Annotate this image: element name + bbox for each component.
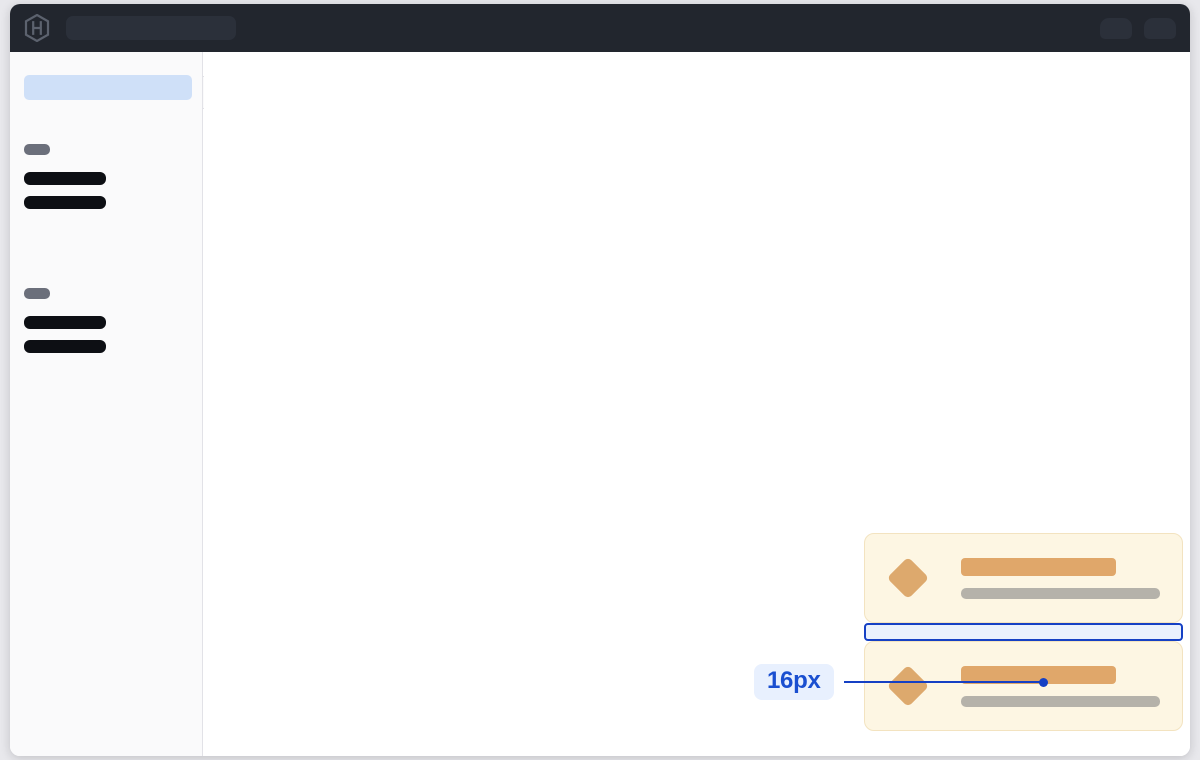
card-subtitle [961, 695, 1160, 707]
card-subtitle [961, 587, 1160, 599]
sidebar-item-2-1[interactable] [24, 316, 106, 329]
hexagon-h-logo-icon[interactable] [24, 14, 50, 42]
sidebar-item-2-2[interactable] [24, 340, 106, 353]
sidebar-group-1 [24, 144, 106, 220]
sidebar-group-2 [24, 288, 106, 364]
topbar-action-slot-1[interactable] [1100, 17, 1132, 39]
card-text-block [961, 557, 1160, 599]
card-title [961, 665, 1117, 684]
diamond-icon [886, 556, 930, 600]
app-window: 16px [10, 4, 1190, 756]
sidebar-group-2-label [24, 288, 50, 299]
skeleton-card-bottom[interactable] [864, 641, 1183, 731]
sidebar [10, 52, 203, 756]
spacing-highlight [864, 623, 1183, 641]
omnibar-search-input[interactable] [66, 16, 236, 40]
card-stack [864, 533, 1183, 731]
spacing-measurement: 16px [754, 664, 1048, 700]
skeleton-card-top[interactable] [864, 533, 1183, 623]
leader-line [843, 681, 1040, 683]
leader-endpoint-dot [1038, 677, 1048, 687]
sidebar-active-item[interactable] [24, 75, 192, 100]
topbar [10, 4, 1190, 52]
topbar-action-slot-2[interactable] [1144, 17, 1176, 39]
topbar-actions [1100, 17, 1176, 39]
card-title [961, 557, 1117, 576]
main-canvas: 16px [204, 52, 1190, 756]
sidebar-group-1-label [24, 144, 50, 155]
app-body: 16px [10, 52, 1190, 756]
card-text-block [961, 665, 1160, 707]
measurement-value-badge: 16px [754, 664, 834, 700]
sidebar-item-1-2[interactable] [24, 196, 106, 209]
sidebar-item-1-1[interactable] [24, 172, 106, 185]
